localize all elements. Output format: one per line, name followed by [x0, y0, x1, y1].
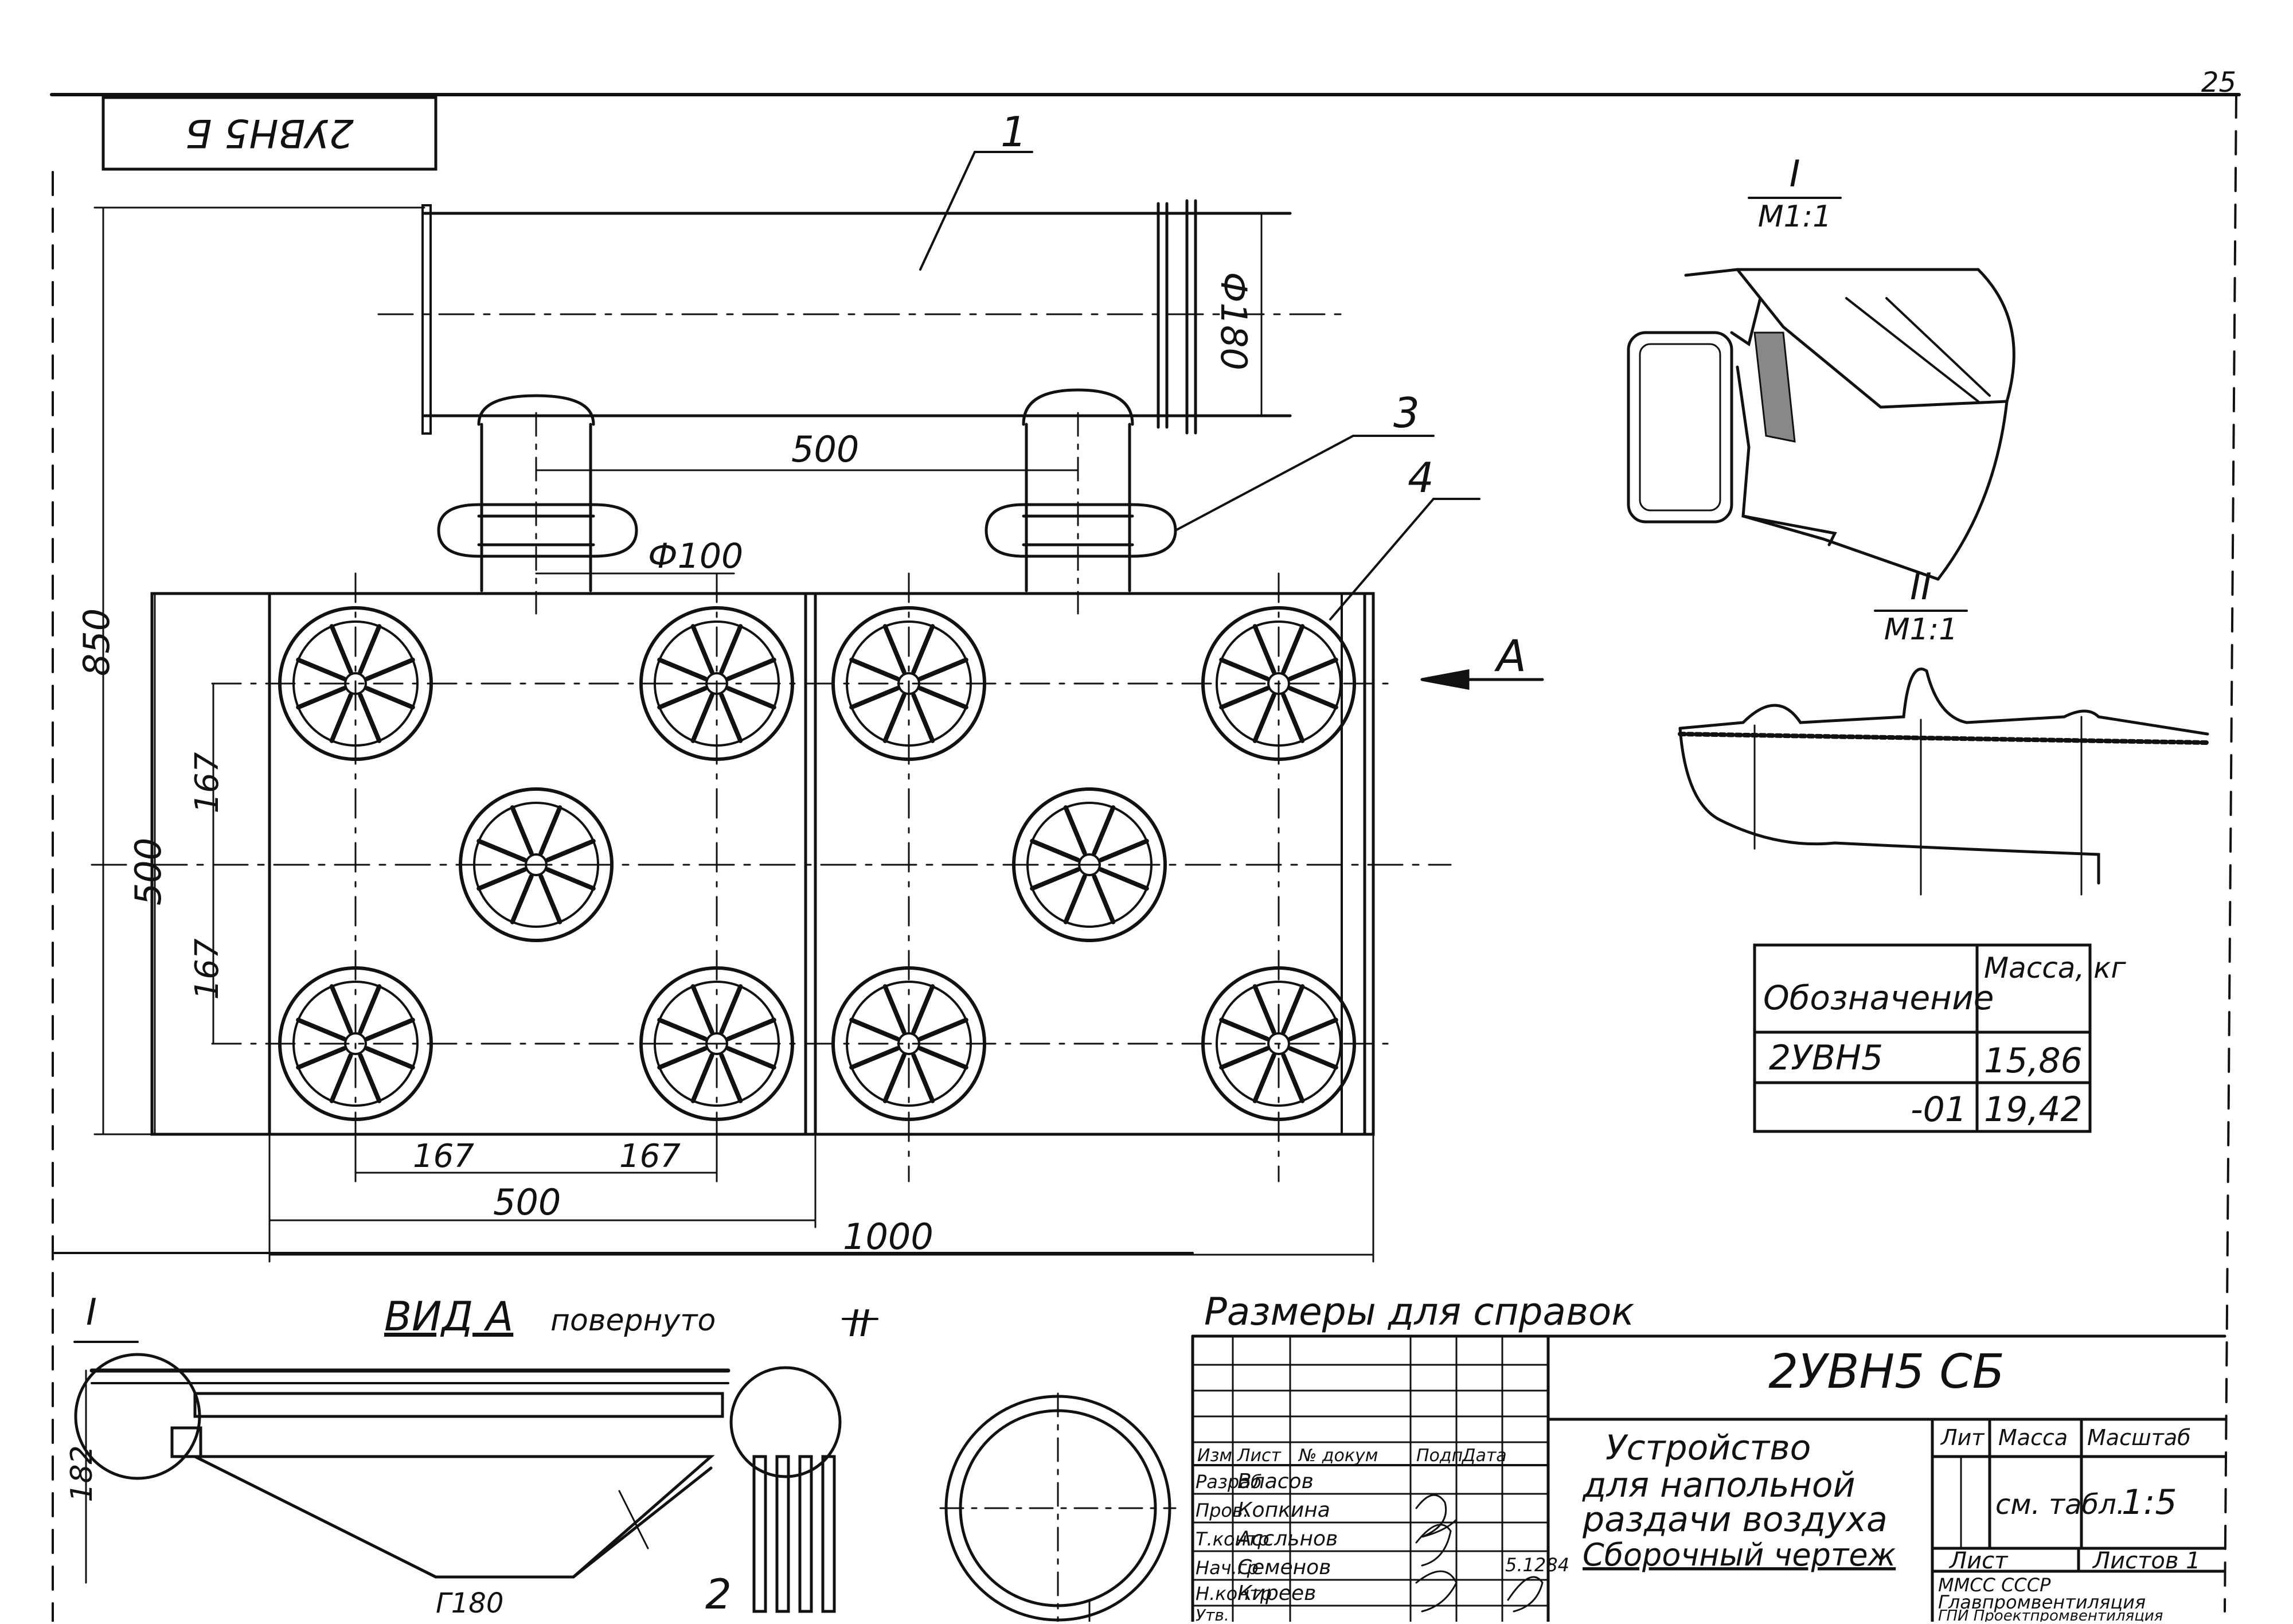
detail-I: [1627, 197, 2015, 581]
title-sheet: Лист: [1948, 1548, 2009, 1574]
sign-role-5: Н.контр: [1196, 1583, 1272, 1605]
title-name-2: для напольной: [1582, 1465, 1856, 1505]
sign-role-6: Утв.: [1196, 1606, 1229, 1622]
sign-date-mark: 5.1284: [1505, 1554, 1569, 1576]
air-grille-4: [278, 966, 433, 1121]
title-sheets: Листов 1: [2092, 1548, 2201, 1574]
duct-pipe: [377, 151, 1349, 435]
position-4-label: 4: [1408, 454, 1434, 502]
sign-role-4: Нач.гр: [1196, 1557, 1259, 1579]
air-grille-5: [639, 966, 794, 1121]
dim-1000-horiz-label: 1000: [843, 1216, 933, 1258]
top-stamp-label: 2УВН5 Б: [185, 110, 354, 155]
sign-header-list: Лист: [1237, 1446, 1282, 1466]
mass-table-row2-mass: 19,42: [1984, 1090, 2083, 1130]
callout-II-label: II: [849, 1303, 870, 1345]
air-grille-8: [1012, 787, 1167, 942]
sign-role-1: Разраб: [1196, 1471, 1262, 1493]
air-grille-9: [831, 966, 986, 1121]
view-arrow-head: [1421, 669, 1470, 690]
title-org-1: ММСС СССР: [1938, 1574, 2051, 1596]
mass-table-header-mass: Масса, кг: [1984, 951, 2126, 985]
view-title-suffix: повернуто: [550, 1303, 716, 1338]
view-title-main: ВИД А: [384, 1293, 513, 1340]
sign-name-2: Копкина: [1237, 1498, 1330, 1522]
coupling-right: [985, 388, 1435, 615]
sign-role-3: Т.контр: [1196, 1528, 1269, 1550]
title-block-grid: [1191, 1334, 2226, 1623]
title-scale-value: 1:5: [2122, 1482, 2177, 1522]
detail-I-mark: I: [1790, 153, 1800, 196]
air-grille-6: [831, 606, 986, 761]
mass-table-grid: [1753, 943, 2092, 1133]
sign-name-4: Семенов: [1237, 1556, 1331, 1579]
detail-I-scale: М1:1: [1758, 200, 1832, 234]
sign-name-5: Киреев: [1237, 1582, 1316, 1605]
sign-role-2: Пров.: [1196, 1500, 1249, 1521]
sign-header-sign: Подп: [1416, 1446, 1463, 1466]
frame-right-line: [2224, 93, 2237, 1613]
mass-table-row1-mass: 15,86: [1984, 1041, 2083, 1081]
dim-850-label: 850: [76, 608, 118, 676]
dim-167-vert-a-label: 167: [189, 752, 226, 813]
sign-name-3: Ассльнов: [1236, 1527, 1338, 1551]
air-grille-1: [278, 606, 433, 761]
title-code: 2УВН5 СБ: [1768, 1345, 2005, 1399]
detail-II: [1678, 610, 2210, 896]
title-name-1: Устройство: [1606, 1428, 1811, 1468]
dim-167-horiz-a-label: 167: [413, 1138, 474, 1175]
title-col-scale: Масштаб: [2087, 1425, 2191, 1450]
mass-table-row2-name: -01: [1911, 1090, 1967, 1130]
sign-header-date: Дата: [1461, 1446, 1507, 1466]
floor-panel-plan: [91, 498, 1481, 1182]
dim-180-bottom-label: Г180: [436, 1587, 503, 1619]
title-col-lit: Лит: [1940, 1425, 1985, 1450]
callout-I-label: I: [86, 1291, 97, 1334]
detail-II-mark: II: [1910, 566, 1932, 608]
title-col-mass: Масса: [1998, 1425, 2068, 1450]
dim-100-label: Ф100: [648, 536, 743, 576]
title-doc-type: Сборочный чертеж: [1583, 1537, 1896, 1573]
title-mass-value: см. табл.: [1995, 1489, 2125, 1521]
air-grille-2: [639, 606, 794, 761]
air-grille-10: [1201, 966, 1356, 1121]
top-stamp-frame: [101, 96, 437, 171]
dim-167-horiz-b-label: 167: [619, 1138, 681, 1175]
mass-table-row1-name: 2УВН5: [1769, 1038, 1883, 1078]
dim-167-vert-b-label: 167: [189, 938, 226, 1000]
mass-table-header-designation: Обозначение: [1763, 978, 1994, 1017]
position-1-label: 1: [1001, 108, 1027, 156]
dim-500-horiz-label: 500: [493, 1181, 561, 1223]
air-grilles: [278, 606, 1356, 1121]
dim-182-label: 182: [65, 1445, 99, 1502]
dim-500-vert-label: 500: [127, 838, 169, 905]
reference-note: Размеры для справок: [1204, 1290, 1634, 1334]
page-number: 25: [2201, 67, 2236, 99]
position-3-label: 3: [1393, 389, 1420, 437]
coupling-left: [437, 394, 638, 615]
title-org-2: Главпромвентиляция: [1938, 1591, 2146, 1613]
title-org-3: ГПИ Проектпромвентиляция: [1938, 1607, 2163, 1622]
view-arrow-label: А: [1494, 630, 1526, 681]
dim-180-label: Ф180: [1213, 272, 1255, 370]
dim-500-top-label: 500: [791, 428, 859, 470]
sign-name-1: Власов: [1237, 1470, 1314, 1493]
air-grille-7: [1201, 606, 1356, 761]
air-grille-3: [459, 787, 614, 942]
position-2-label: 2: [705, 1570, 732, 1618]
sign-header-doc: № докум: [1298, 1446, 1378, 1466]
detail-II-scale: М1:1: [1884, 612, 1958, 647]
sign-header-izm: Изм: [1197, 1446, 1232, 1466]
view-A-drawing: [73, 1318, 1177, 1624]
title-name-3: раздачи воздуха: [1582, 1500, 1888, 1540]
